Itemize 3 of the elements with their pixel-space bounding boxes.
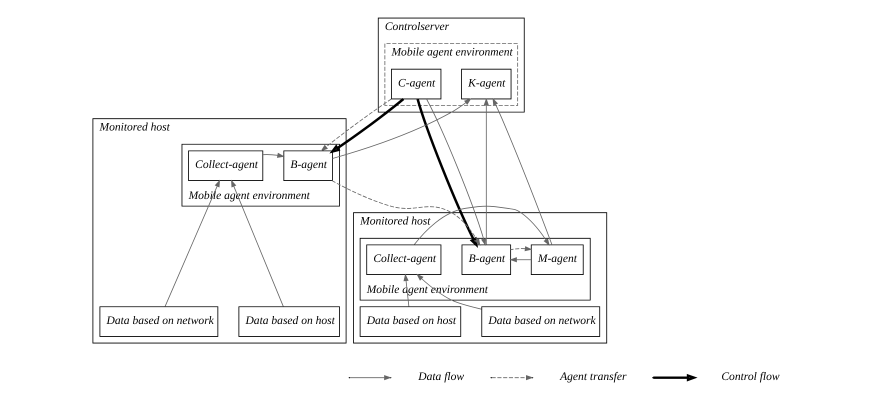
legend-label: Data flow — [418, 370, 464, 383]
legend-label: Control flow — [720, 370, 780, 383]
legend-label: Agent transfer — [560, 370, 626, 383]
